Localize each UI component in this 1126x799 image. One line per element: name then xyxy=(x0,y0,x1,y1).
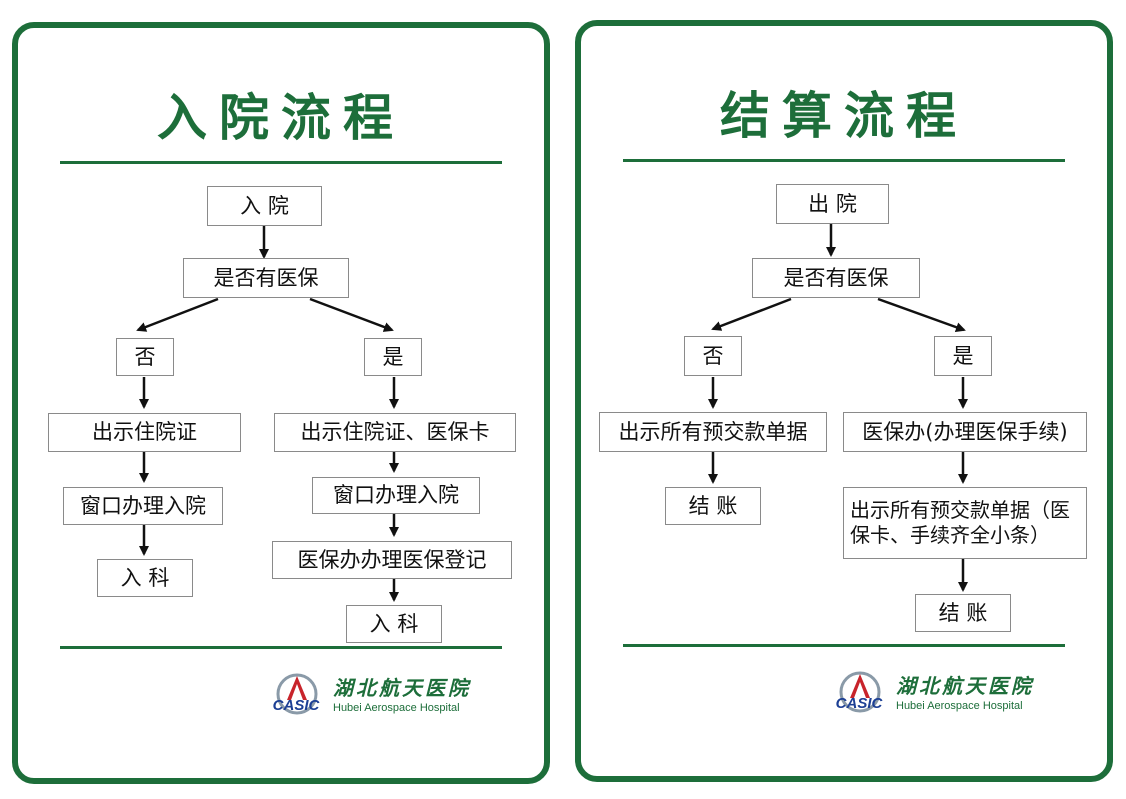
node-admission-yes-dept: 入 科 xyxy=(346,605,442,643)
node-admission-no-dept: 入 科 xyxy=(97,559,193,597)
node-admission-yes-register: 医保办办理医保登记 xyxy=(272,541,512,579)
admission-title: 入院流程 xyxy=(157,89,405,147)
node-admission-no-window: 窗口办理入院 xyxy=(63,487,223,525)
node-admission-yes: 是 xyxy=(364,338,422,376)
node-settlement-start: 出 院 xyxy=(776,184,889,224)
node-admission-start: 入 院 xyxy=(207,186,322,226)
admission-panel: 入院流程 入 院 是否有医保 否 是 出示住院证 窗口办理入院 入 科 出示住院… xyxy=(12,22,550,784)
settlement-title: 结算流程 xyxy=(720,87,968,145)
node-settlement-yes: 是 xyxy=(934,336,992,376)
emblem-text: CASIC xyxy=(273,697,321,714)
node-settlement-yes-office: 医保办(办理医保手续) xyxy=(843,412,1087,452)
arrow-check-no xyxy=(136,297,219,332)
node-settlement-yes-checkout: 结 账 xyxy=(915,594,1011,632)
hospital-name-cn: 湖北航天医院 xyxy=(333,676,471,700)
hospital-name-cn: 湖北航天医院 xyxy=(896,674,1034,698)
node-settlement-yes-receipts: 出示所有预交款单据（医保卡、手续齐全小条） xyxy=(843,487,1087,559)
hospital-logo: CASIC 湖北航天医院 Hubei Aerospace Hospital xyxy=(263,668,503,724)
casic-emblem-icon: CASIC xyxy=(273,673,321,715)
node-admission-yes-show: 出示住院证、医保卡 xyxy=(274,413,516,452)
admission-top-divider xyxy=(60,161,502,164)
node-admission-check: 是否有医保 xyxy=(183,258,349,298)
hospital-name-en: Hubei Aerospace Hospital xyxy=(896,700,1023,712)
node-admission-no: 否 xyxy=(116,338,174,376)
casic-emblem-icon: CASIC xyxy=(836,671,884,713)
node-settlement-no-receipts: 出示所有预交款单据 xyxy=(599,412,827,452)
node-admission-no-show: 出示住院证 xyxy=(48,413,241,452)
node-settlement-check: 是否有医保 xyxy=(752,258,920,298)
arrow-check-yes xyxy=(877,297,966,332)
settlement-panel: 结算流程 出 院 是否有医保 否 是 出示所有预交款单据 结 账 医保办(办理医… xyxy=(575,20,1113,782)
arrow-check-no xyxy=(711,297,792,331)
admission-bottom-divider xyxy=(60,646,502,649)
node-settlement-no-checkout: 结 账 xyxy=(665,487,761,525)
node-settlement-no: 否 xyxy=(684,336,742,376)
settlement-top-divider xyxy=(623,159,1065,162)
settlement-bottom-divider xyxy=(623,644,1065,647)
arrow-check-yes xyxy=(309,297,394,332)
node-admission-yes-window: 窗口办理入院 xyxy=(312,477,480,514)
emblem-text: CASIC xyxy=(836,695,884,712)
hospital-name-en: Hubei Aerospace Hospital xyxy=(333,702,460,714)
hospital-logo: CASIC 湖北航天医院 Hubei Aerospace Hospital xyxy=(826,666,1066,722)
